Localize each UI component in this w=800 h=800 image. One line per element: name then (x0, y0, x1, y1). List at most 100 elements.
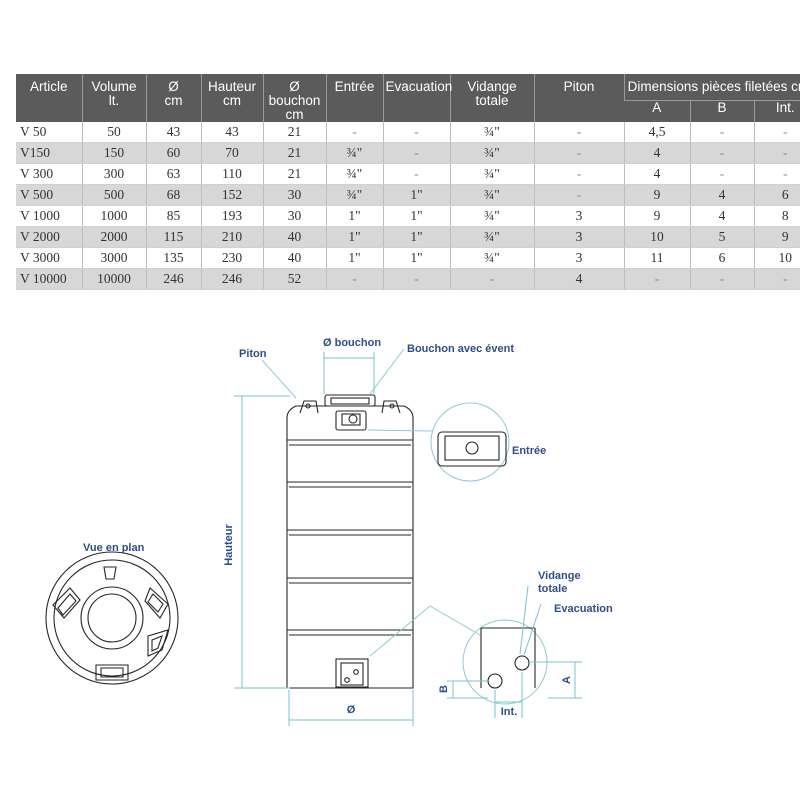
table-cell: 4 (689, 184, 754, 206)
table-cell: 3 (533, 226, 624, 248)
table-cell: 4 (533, 268, 624, 290)
evacuation-detail (447, 585, 582, 718)
table-cell: 1" (382, 184, 450, 206)
header-dim-int: Int. (753, 100, 800, 122)
piton-label: Piton (239, 348, 267, 360)
table-cell: 4 (623, 163, 690, 185)
table-cell: 246 (200, 268, 263, 290)
table-cell: 1" (325, 226, 383, 248)
table-cell: 230 (200, 247, 263, 269)
table-cell: ¾" (449, 122, 534, 143)
table-cell: - (753, 142, 800, 164)
table-cell: 21 (262, 163, 326, 185)
dim-b-label: B (438, 685, 450, 693)
table-cell: 1000 (81, 205, 146, 227)
table-cell: 135 (145, 247, 201, 269)
table-cell: 300 (81, 163, 146, 185)
table-cell: 3000 (81, 247, 146, 269)
table-cell: 43 (145, 122, 201, 143)
plan-view: Vue en plan (45, 542, 179, 685)
table-cell: 5 (689, 226, 754, 248)
table-cell: - (449, 268, 534, 290)
table-cell: - (689, 268, 754, 290)
front-view (286, 394, 414, 689)
table-cell: - (623, 268, 690, 290)
table-cell: ¾" (449, 226, 534, 248)
table-cell: ¾" (449, 184, 534, 206)
header-evacuation: Evacuation (382, 74, 452, 122)
table-cell: 152 (200, 184, 263, 206)
bouchon-diametre-label: Ø bouchon (323, 337, 381, 349)
evacuation-label: Evacuation (554, 603, 613, 615)
table-cell: 50 (81, 122, 146, 143)
table-cell: 115 (145, 226, 201, 248)
table-cell: - (382, 268, 450, 290)
table-cell: 6 (753, 184, 800, 206)
hauteur-label: Hauteur (223, 524, 235, 566)
table-cell: ¾" (325, 184, 383, 206)
table-cell: - (325, 268, 383, 290)
table-cell: V 300 (16, 163, 82, 185)
dim-a-label: A (561, 676, 573, 684)
table-cell: 4 (689, 205, 754, 227)
table-cell: - (753, 163, 800, 185)
table-cell: 40 (262, 247, 326, 269)
table-cell: 11 (623, 247, 690, 269)
table-cell: 1" (325, 247, 383, 269)
table-cell: 1" (382, 247, 450, 269)
dim-int-label: Int. (501, 706, 518, 718)
table-cell: V 3000 (16, 247, 82, 269)
table-cell: - (689, 142, 754, 164)
table-cell: 21 (262, 122, 326, 143)
table-cell: 60 (145, 142, 201, 164)
table-cell: V 1000 (16, 205, 82, 227)
table-cell: 68 (145, 184, 201, 206)
header-dim-b: B (689, 100, 754, 122)
table-cell: 3 (533, 247, 624, 269)
table-cell: V150 (16, 142, 82, 164)
table-cell: ¾" (449, 142, 534, 164)
table-cell: V 500 (16, 184, 82, 206)
table-cell: 210 (200, 226, 263, 248)
table-cell: - (753, 268, 800, 290)
table-cell: 10000 (81, 268, 146, 290)
table-cell: ¾" (449, 163, 534, 185)
table-cell: V 50 (16, 122, 82, 143)
table-cell: 43 (200, 122, 263, 143)
table-cell: 10 (623, 226, 690, 248)
table-cell: 246 (145, 268, 201, 290)
table-cell: 70 (200, 142, 263, 164)
table-cell: - (533, 184, 624, 206)
table-cell: ¾" (325, 142, 383, 164)
table-cell: 52 (262, 268, 326, 290)
table-cell: 21 (262, 142, 326, 164)
table-cell: - (382, 142, 450, 164)
table-cell: 9 (753, 226, 800, 248)
table-cell: 10 (753, 247, 800, 269)
table-cell: 4 (623, 142, 690, 164)
table-cell: 8 (753, 205, 800, 227)
table-cell: - (533, 163, 624, 185)
table-cell: ¾" (449, 205, 534, 227)
table-cell: 110 (200, 163, 263, 185)
table-cell: 85 (145, 205, 201, 227)
table-cell: 193 (200, 205, 263, 227)
table-cell: 1" (382, 205, 450, 227)
table-cell: - (689, 163, 754, 185)
table-cell: 1" (325, 205, 383, 227)
table-cell: 3 (533, 205, 624, 227)
header-dimensions: Dimensions pièces filetées cm. (623, 74, 800, 101)
vidange-label-2: totale (538, 583, 567, 595)
table-cell: 63 (145, 163, 201, 185)
